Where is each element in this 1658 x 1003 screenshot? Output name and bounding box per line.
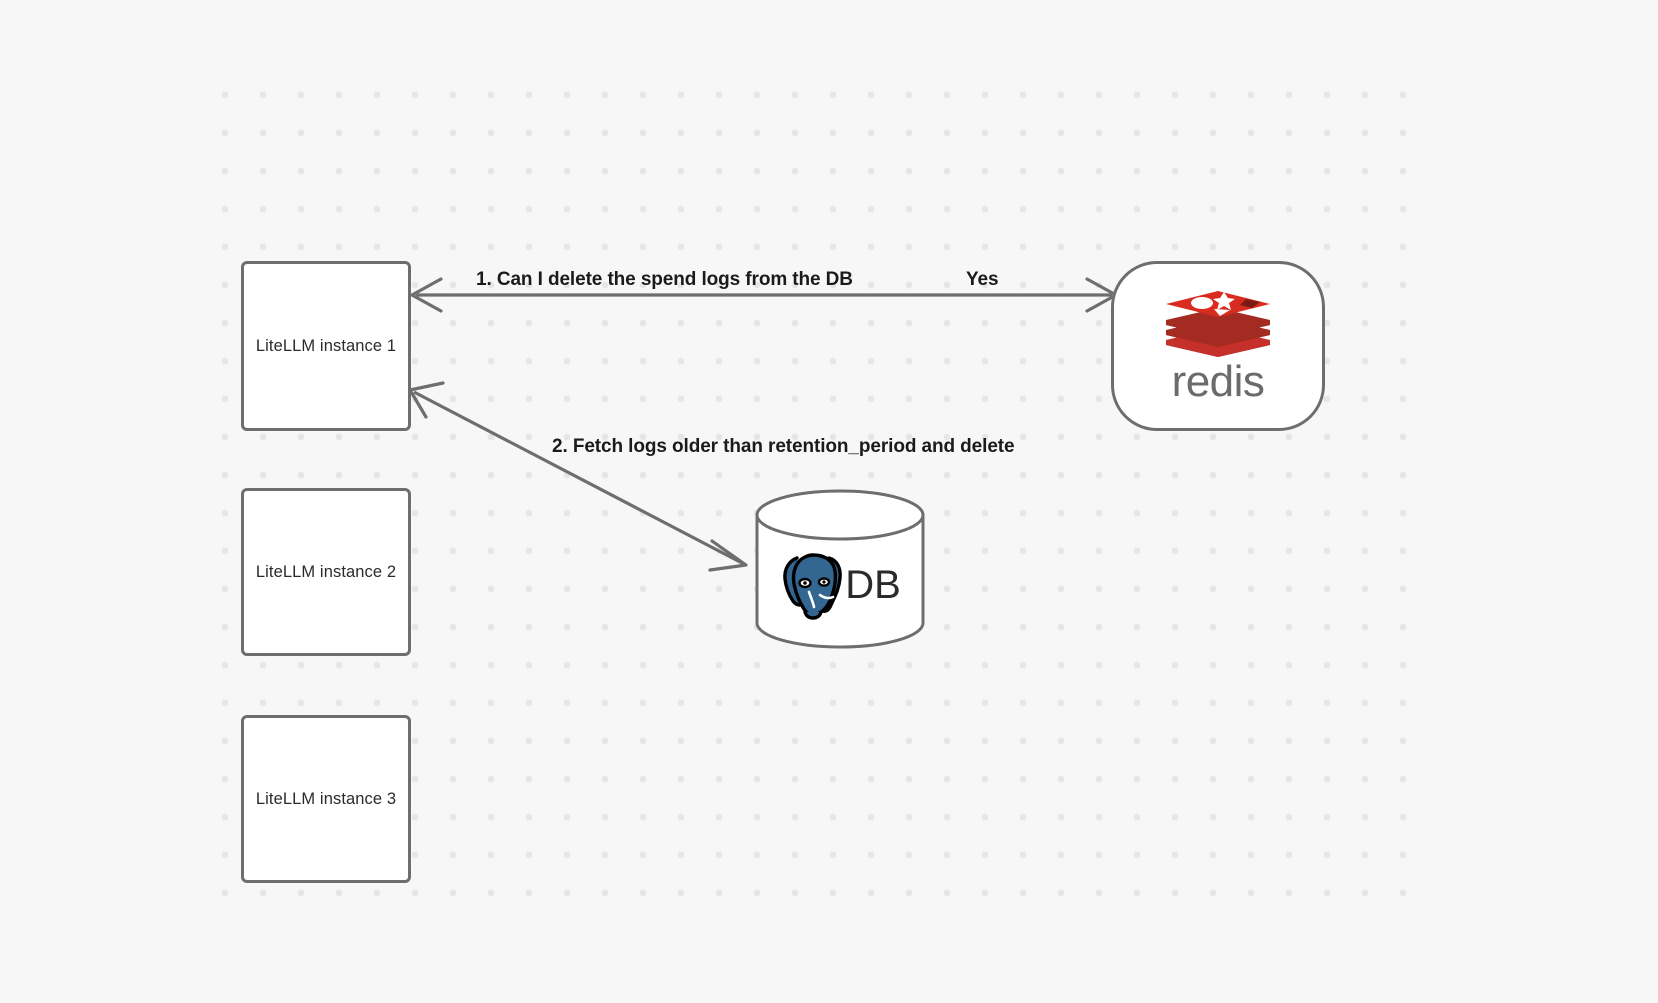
- database-label: DB: [845, 563, 901, 607]
- node-litellm-instance-1[interactable]: LiteLLM instance 1: [241, 261, 411, 431]
- node-litellm-instance-3[interactable]: LiteLLM instance 3: [241, 715, 411, 883]
- redis-stack-logo-icon: [1166, 291, 1270, 357]
- edge-instance1-database: [408, 381, 748, 572]
- redis-wordmark-label: redis: [1171, 357, 1265, 406]
- arrowhead-left: [410, 277, 443, 313]
- edge-label-request: 1. Can I delete the spend logs from the …: [476, 269, 853, 290]
- node-litellm-instance-2-label: LiteLLM instance 2: [255, 562, 397, 581]
- node-litellm-instance-3-label: LiteLLM instance 3: [255, 789, 397, 808]
- node-redis[interactable]: redis: [1111, 261, 1325, 431]
- postgresql-elephant-icon: [783, 553, 843, 620]
- edge-label-reply: Yes: [966, 269, 999, 290]
- node-database[interactable]: DB: [754, 489, 926, 649]
- arrowhead-downright: [708, 539, 748, 572]
- node-litellm-instance-1-label: LiteLLM instance 1: [255, 336, 397, 355]
- arrowhead-upleft: [408, 381, 445, 419]
- node-litellm-instance-2[interactable]: LiteLLM instance 2: [241, 488, 411, 656]
- edge-label-fetch-delete: 2. Fetch logs older than retention_perio…: [552, 436, 1015, 457]
